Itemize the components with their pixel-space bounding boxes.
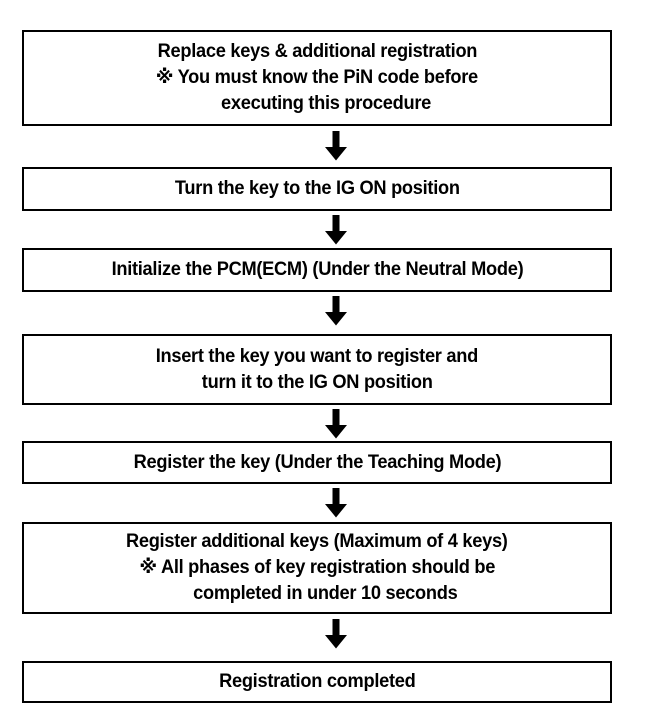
flow-step-1: Replace keys & additional registration ※… [22,30,612,126]
arrow-down-icon-3 [0,296,672,326]
flow-step-7: Registration completed [22,661,612,703]
flow-step-1-line-1: Replace keys & additional registration [157,41,477,62]
flow-step-2-line-1: Turn the key to the IG ON position [174,178,460,199]
flow-step-5-line-1: Register the key (Under the Teaching Mod… [133,451,501,473]
flow-step-4: Insert the key you want to register and … [22,334,612,405]
flow-step-6-line-2: ※ All phases of key registration should … [139,557,495,578]
flow-step-1-line-3: executing this procedure [220,93,431,114]
flow-step-3: Initialize the PCM(ECM) (Under the Neutr… [22,248,612,292]
arrow-down-icon-1 [0,131,672,161]
arrow-down-icon-5 [0,488,672,518]
arrow-down-icon-4 [0,409,672,439]
flow-step-6: Register additional keys (Maximum of 4 k… [22,522,612,614]
flow-step-7-line-1: Registration completed [218,671,416,692]
flow-step-3-line-1: Initialize the PCM(ECM) (Under the Neutr… [111,259,523,280]
flow-step-4-line-1: Insert the key you want to register and [155,345,479,367]
flow-step-1-line-2: ※ You must know the PiN code before [155,67,479,88]
flow-step-5: Register the key (Under the Teaching Mod… [22,441,612,484]
arrow-down-icon-2 [0,215,672,245]
flow-step-6-line-1: Register additional keys (Maximum of 4 k… [126,531,508,552]
flow-step-4-line-2: turn it to the IG ON position [201,371,433,393]
flow-step-2: Turn the key to the IG ON position [22,167,612,211]
arrow-down-icon-6 [0,619,672,649]
flow-step-6-line-3: completed in under 10 seconds [193,583,458,604]
